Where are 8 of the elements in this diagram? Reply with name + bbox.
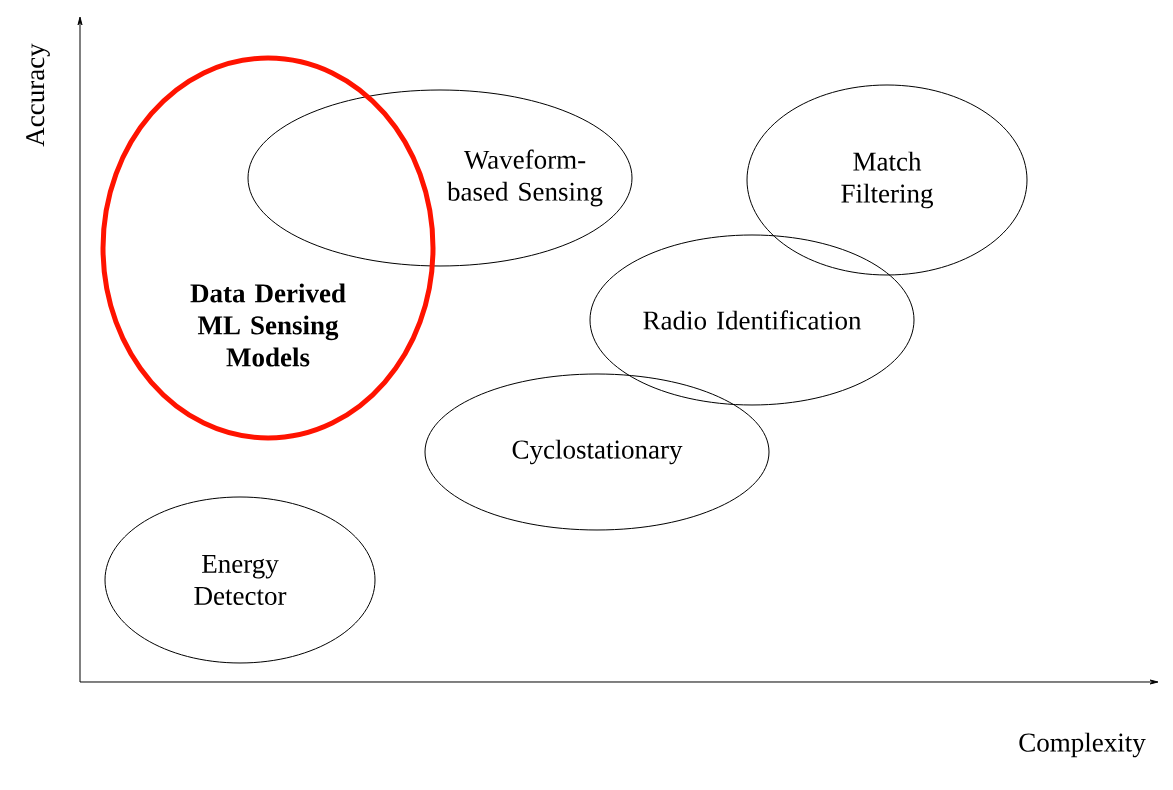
ellipse-label: Waveform-based Sensing <box>447 149 603 207</box>
ellipse-label: Radio Identification <box>643 310 862 330</box>
ellipse-label: Match Filtering <box>841 151 933 209</box>
axis-label: Complexity <box>1019 732 1146 758</box>
ellipse-label: Cyclostationary <box>512 439 683 465</box>
ellipse-label: Data Derived ML Sensing Models <box>190 283 346 367</box>
ellipse-label: Energy Detector <box>194 555 287 605</box>
axis-label: Accuracy <box>26 43 50 147</box>
